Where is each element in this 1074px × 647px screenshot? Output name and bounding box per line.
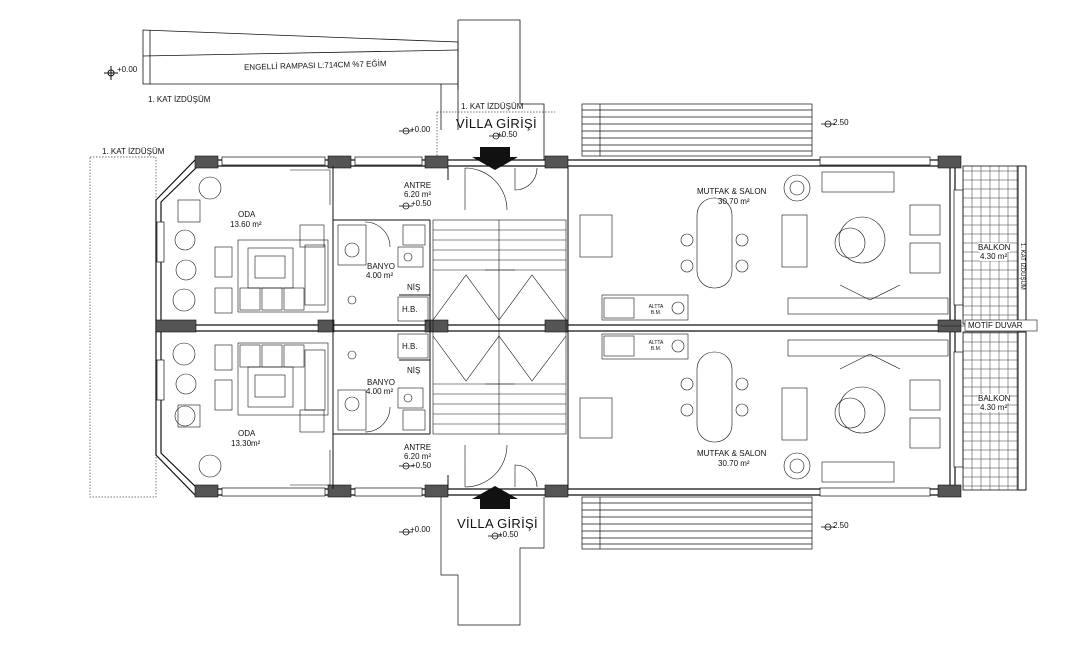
bedroom-furniture-bottom	[172, 342, 329, 478]
room-area-oda-bottom: 13.30m²	[231, 439, 261, 448]
projection-label-left: 1. KAT İZDÜŞÜM	[102, 147, 165, 156]
room-area-banyo-top: 4.00 m²	[366, 271, 394, 280]
room-name-balkon-top: BALKON	[978, 243, 1011, 252]
exterior-stair-bottom	[440, 496, 813, 626]
level-markers	[399, 120, 835, 540]
room-name-antre-bottom: ANTRE	[404, 443, 432, 452]
doors	[290, 167, 538, 488]
salon-furniture-bottom	[579, 333, 949, 483]
interior-walls	[332, 166, 569, 489]
entrance-arrow-top	[472, 147, 518, 170]
room-area-mutfak-bottom: 30.70 m²	[718, 459, 750, 468]
columns	[155, 155, 962, 498]
room-area-balkon-bottom: 4.30 m²	[980, 403, 1008, 412]
appliance-label-top: ALTTA B.M.	[648, 304, 664, 316]
room-name-mutfak-top: MUTFAK & SALON	[697, 187, 767, 196]
hb-label-top: H.B.	[402, 305, 418, 314]
room-area-balkon-top: 4.30 m²	[980, 252, 1008, 261]
motif-wall-tag	[964, 319, 1038, 332]
windows	[156, 156, 964, 497]
salon-furniture-top	[579, 171, 949, 321]
room-name-oda-top: ODA	[238, 210, 256, 219]
entrance-ground-bottom: +0.00	[410, 525, 431, 534]
entrance-level-top: +0.50	[497, 130, 518, 139]
room-name-banyo-bottom: BANYO	[367, 378, 396, 387]
ramp-level: +0.00	[117, 65, 138, 74]
nis-label-top: NİŞ	[407, 283, 421, 292]
room-area-antre-top: 6.20 m²	[404, 190, 432, 199]
entrance-ground-top: +0.00	[410, 125, 431, 134]
projection-label-right: 1. KAT İZDÜŞÜM	[1019, 243, 1025, 290]
room-name-oda-bottom: ODA	[238, 429, 256, 438]
entrance-arrow-bottom	[472, 486, 518, 509]
motif-wall-label: MOTİF DUVAR	[968, 321, 1023, 330]
appliance-label-bottom: ALTTA B.M.	[648, 340, 664, 352]
disabled-ramp	[142, 19, 545, 160]
projection-label-top-left: 1. KAT İZDÜŞÜM	[148, 95, 211, 104]
room-level-antre-top: +0.50	[411, 199, 432, 208]
stair-level-bottom: 2.50	[833, 521, 849, 530]
room-name-balkon-bottom: BALKON	[978, 394, 1011, 403]
room-name-banyo-top: BANYO	[367, 262, 396, 271]
interior-stair	[432, 219, 567, 435]
room-name-mutfak-bottom: MUTFAK & SALON	[697, 449, 767, 458]
entrance-title-bottom: VİLLA GİRİŞİ	[457, 516, 538, 531]
hb-label-bottom: H.B.	[402, 342, 418, 351]
room-name-antre-top: ANTRE	[404, 181, 432, 190]
level-marker-ramp	[104, 66, 118, 80]
exterior-stair-top	[581, 103, 813, 157]
upper-floor-projection	[89, 111, 555, 498]
projection-label-top-center: 1. KAT İZDÜŞÜM	[461, 102, 524, 111]
room-area-banyo-bottom: 4.00 m²	[366, 387, 394, 396]
room-area-antre-bottom: 6.20 m²	[404, 452, 432, 461]
room-area-oda-top: 13.60 m²	[230, 220, 262, 229]
room-level-antre-bottom: +0.50	[411, 461, 432, 470]
entrance-title-top: VİLLA GİRİŞİ	[456, 116, 537, 131]
stair-level-top: 2.50	[833, 118, 849, 127]
bedroom-furniture-top	[172, 176, 329, 314]
nis-label-bottom: NİŞ	[407, 366, 421, 375]
room-area-mutfak-top: 30.70 m²	[718, 197, 750, 206]
entrance-level-bottom: +0.50	[498, 530, 519, 539]
bathroom-fixtures	[337, 224, 429, 431]
